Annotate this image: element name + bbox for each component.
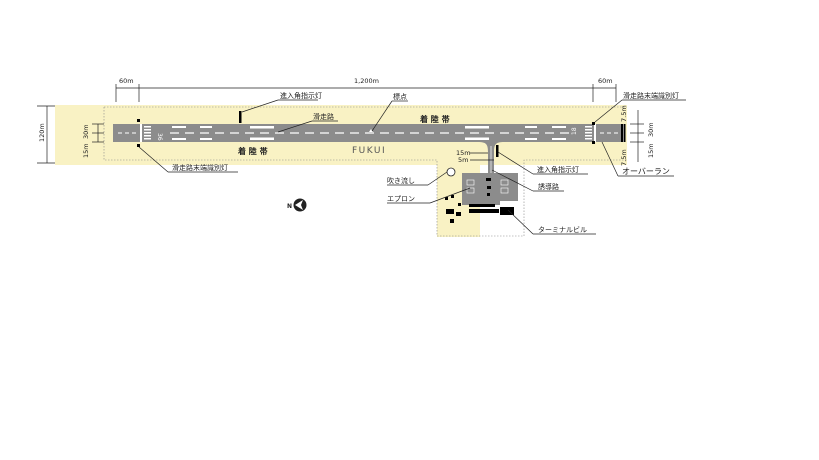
label-papi-top: 進入角指示灯 bbox=[280, 91, 322, 100]
taxi-dim-lines bbox=[470, 152, 494, 161]
label-taxiway: 誘導路 bbox=[538, 182, 559, 191]
leader-lines bbox=[138, 99, 686, 235]
papi-top-icon bbox=[239, 111, 242, 123]
end-light-br bbox=[592, 141, 595, 144]
dim-30m-right: 30m bbox=[647, 122, 655, 137]
label-terminal: ターミナルビル bbox=[538, 225, 587, 234]
threshold-markings-right bbox=[585, 126, 592, 140]
runway-number-left: 36 bbox=[156, 133, 163, 141]
strip-boundary-bottom bbox=[103, 107, 627, 237]
top-dimension-lines bbox=[115, 84, 617, 102]
label-end-light-bottom: 滑走路末端識別灯 bbox=[172, 163, 228, 172]
end-light-bl bbox=[137, 144, 140, 147]
end-light-tl bbox=[137, 119, 140, 122]
north-label: N bbox=[287, 203, 292, 210]
dim-15m-right: 15m bbox=[647, 143, 655, 158]
label-strip-top: 着 陸 帯 bbox=[419, 114, 450, 124]
label-apron: エプロン bbox=[387, 195, 415, 203]
label-marker: 標点 bbox=[393, 92, 407, 101]
dim-120m: 120m bbox=[38, 123, 46, 142]
left-dimension-lines bbox=[37, 105, 104, 164]
apron-lower bbox=[462, 199, 500, 205]
dim-60m-left: 60m bbox=[119, 77, 134, 85]
right-end-bars bbox=[621, 124, 626, 142]
apron-stands bbox=[466, 179, 509, 194]
dim-60m-right: 60m bbox=[598, 77, 613, 85]
north-arrow-icon bbox=[293, 198, 307, 212]
end-light-tr bbox=[592, 122, 595, 125]
label-windsock: 吹き流し bbox=[387, 176, 415, 185]
papi-right-icon bbox=[496, 145, 499, 157]
threshold-left bbox=[140, 124, 142, 142]
dim-1200m: 1,200m bbox=[354, 77, 379, 85]
label-runway: 滑走路 bbox=[313, 112, 334, 121]
windsock-icon bbox=[446, 167, 456, 177]
dim-5m-taxi: 5m bbox=[458, 156, 468, 164]
dim-15m-left: 15m bbox=[82, 143, 90, 158]
label-end-light-top: 滑走路末端識別灯 bbox=[623, 91, 679, 100]
dim-30m-left: 30m bbox=[82, 124, 90, 139]
label-fukui: FUKUI bbox=[352, 146, 386, 156]
threshold-markings-left bbox=[144, 126, 151, 140]
terminal-buildings bbox=[445, 178, 514, 223]
dim-15m-taxi: 15m bbox=[456, 149, 471, 157]
threshold-right bbox=[594, 124, 596, 142]
marker-arrow-icon bbox=[369, 129, 373, 132]
aiming-point-markings bbox=[172, 126, 566, 140]
runway-number-right: 18 bbox=[571, 127, 578, 135]
dim-7-5m-top: 7.5m bbox=[620, 105, 628, 122]
label-papi-right: 進入角指示灯 bbox=[537, 165, 579, 174]
dim-7-5m-bottom: 7.5m bbox=[620, 149, 628, 166]
label-overrun: オーバーラン bbox=[622, 167, 670, 176]
right-dimension-lines bbox=[630, 110, 644, 162]
label-strip-bottom: 着 陸 帯 bbox=[237, 146, 268, 156]
